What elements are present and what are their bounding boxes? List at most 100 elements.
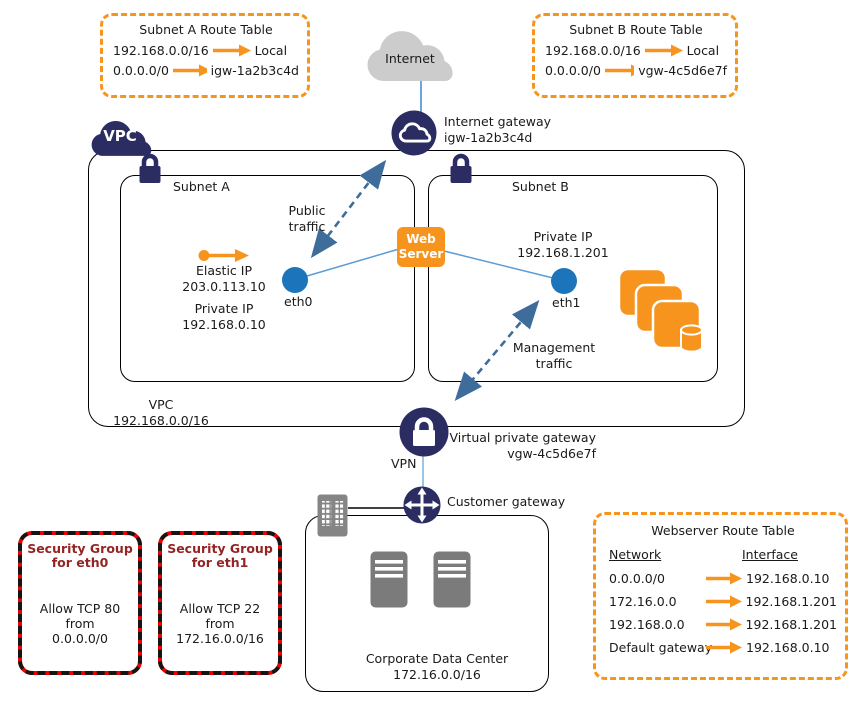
route-interface: 192.168.1.201 [745,617,837,632]
vpc-name: VPC [148,397,174,412]
eth1-private-ip-title: Private IP [533,229,593,244]
route-target: igw-1a2b3c4d [210,63,299,78]
route-target: vgw-4c5d6e7f [638,63,727,78]
vpc-cloud-label: VPC [103,127,137,145]
sg1-rule-line2: from [205,616,235,631]
webserver-route-table-title: Webserver Route Table [651,523,795,538]
sg0-rule-line1: Allow TCP 80 [39,601,121,616]
vpc-label: VPC 192.168.0.0/16 [109,397,213,429]
sg1-rule-line1: Allow TCP 22 [179,601,261,616]
route-interface: 192.168.1.201 [745,594,837,609]
web-server-line1: Web [406,232,436,246]
eth0-private-ip-label: Private IP 192.168.0.10 [176,301,272,333]
route-row: 0.0.0.0/0 igw-1a2b3c4d [113,63,299,78]
corp-dc-cidr: 172.16.0.0/16 [393,667,481,682]
internet-label: Internet [385,51,435,66]
eth0-label: eth0 [284,294,313,309]
internet-gateway-id: igw-1a2b3c4d [444,130,533,145]
orange-arrow-icon [644,44,683,57]
subnet-a-label: Subnet A [173,179,230,194]
security-group-eth0-rule: Allow TCP 80 from 0.0.0.0/0 [22,601,138,646]
route-network: Default gateway [609,640,713,655]
subnet-b-route-table: Subnet B Route Table 192.168.0.0/16 Loca… [532,13,738,98]
subnet-b-label: Subnet B [512,179,569,194]
public-traffic-line2: traffic [288,219,326,234]
server-icon [433,551,471,608]
eth0-private-ip-title: Private IP [194,301,254,316]
management-traffic-line2: traffic [535,356,573,371]
management-traffic-line1: Management [512,340,596,355]
virtual-private-gateway-label: Virtual private gateway vgw-4c5d6e7f [448,430,596,462]
virtual-private-gateway-icon [399,407,449,457]
column-header-interface: Interface [742,547,798,562]
security-group-eth1-box: Security Group for eth1 Allow TCP 22 fro… [158,531,282,675]
vpc-cidr: 192.168.0.0/16 [113,413,209,428]
subnet-b-lock-icon [447,151,475,184]
eth1-private-ip-value: 192.168.1.201 [517,245,609,260]
route-interface: 192.168.0.10 [746,571,830,586]
security-group-eth1-title: Security Group for eth1 [162,542,278,570]
route-network: 0.0.0.0/0 [545,63,601,78]
internet-cloud-icon [362,26,454,82]
instances-stack-icon [617,264,707,356]
corp-dc-name: Corporate Data Center [365,651,509,666]
route-network: 192.168.0.0/16 [113,43,209,58]
customer-gateway-icon [403,486,441,524]
vpn-label: VPN [391,456,417,471]
public-traffic-label: Public traffic [272,203,342,235]
route-target: Local [254,43,288,58]
column-header-network: Network [609,547,662,562]
route-interface: 192.168.0.10 [746,640,830,655]
web-server-node: Web Server [397,227,445,267]
elastic-ip-label: Elastic IP 203.0.113.10 [176,263,272,295]
webserver-route-table: Webserver Route Table Network Interface … [593,512,848,680]
route-network: 192.168.0.0/16 [545,43,641,58]
route-network: 0.0.0.0/0 [609,571,665,586]
eth1-private-ip-label: Private IP 192.168.1.201 [515,229,611,261]
route-row: 192.168.0.0/16 Local [113,43,299,58]
eth0-private-ip-value: 192.168.0.10 [182,317,266,332]
webserver-route-row: 192.168.0.0 192.168.1.201 [609,617,837,632]
route-network: 192.168.0.0 [609,617,685,632]
eth0-interface-icon [282,267,308,293]
customer-gateway-label: Customer gateway [447,494,566,509]
route-row: 192.168.0.0/16 Local [545,43,727,58]
elastic-ip-icon [197,247,251,264]
orange-arrow-icon [706,572,742,585]
sg0-title-line2: for eth0 [51,555,109,570]
vgw-id: vgw-4c5d6e7f [507,446,596,461]
route-target: Local [686,43,720,58]
management-traffic-label: Management traffic [506,340,602,372]
route-network: 172.16.0.0 [609,594,677,609]
webserver-route-table-headers: Network Interface [609,547,837,562]
orange-arrow-icon [705,618,742,631]
security-group-eth0-box: Security Group for eth0 Allow TCP 80 fro… [18,531,142,675]
sg0-title-line1: Security Group [27,541,133,556]
route-network: 0.0.0.0/0 [113,63,169,78]
subnet-b-route-table-title: Subnet B Route Table [569,22,703,37]
sg1-title-line1: Security Group [167,541,273,556]
subnet-a-box [120,175,415,382]
vgw-name: Virtual private gateway [449,430,596,445]
orange-arrow-icon [172,64,207,77]
sg0-rule-line3: 0.0.0.0/0 [52,631,108,646]
orange-arrow-icon [705,595,742,608]
subnet-b-box [428,175,718,382]
vpc-cloud-icon: VPC [88,117,152,157]
internet-gateway-icon [391,110,437,156]
public-traffic-line1: Public [288,203,326,218]
eth1-label: eth1 [552,295,581,310]
sg1-rule-line3: 172.16.0.0/16 [176,631,264,646]
security-group-eth1-rule: Allow TCP 22 from 172.16.0.0/16 [162,601,278,646]
sg1-title-line2: for eth1 [191,555,249,570]
elastic-ip-title: Elastic IP [196,263,252,278]
subnet-a-route-table: Subnet A Route Table 192.168.0.0/16 Loca… [100,13,310,98]
route-row: 0.0.0.0/0 vgw-4c5d6e7f [545,63,727,78]
security-group-eth0-title: Security Group for eth0 [22,542,138,570]
orange-arrow-icon [212,44,251,57]
orange-arrow-icon [706,641,742,654]
internet-gateway-name: Internet gateway [444,114,552,129]
webserver-route-row: 172.16.0.0 192.168.1.201 [609,594,837,609]
server-icon [370,551,408,608]
